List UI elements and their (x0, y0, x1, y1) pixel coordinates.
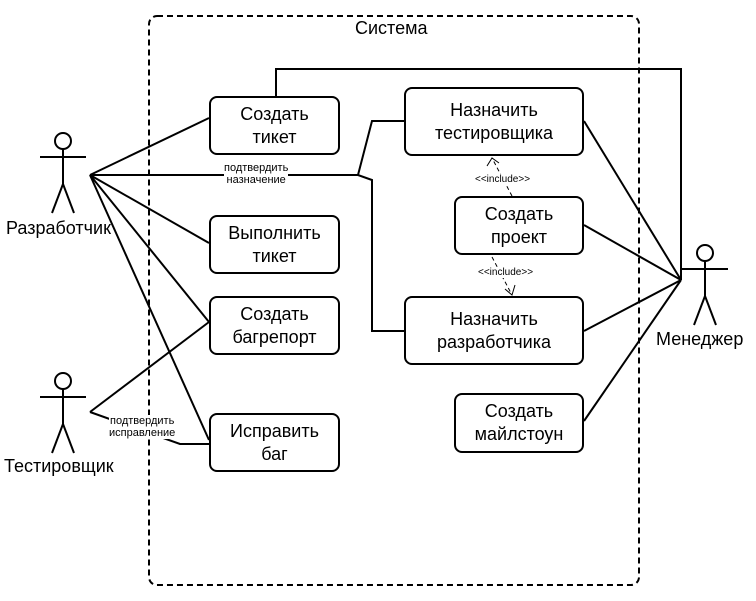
usecase-create-milestone[interactable]: Создать майлстоун (454, 393, 584, 453)
usecase-create-project-label: Создать проект (484, 203, 554, 247)
actor-manager (682, 244, 728, 326)
actor-label-tester: Тестировщик (4, 456, 114, 476)
usecase-create-milestone-label: Создать майлстоун (474, 401, 564, 444)
actor-label-manager: Менеджер (656, 329, 744, 349)
include-arrowhead-top (486, 157, 500, 167)
usecase-assign-developer[interactable]: Назначить разработчика (404, 296, 584, 365)
usecase-create-bugreport[interactable]: Создать багрепорт (209, 296, 340, 355)
assoc-developer-create-bugreport (89, 174, 210, 323)
include-label-bottom: <<include>> (477, 267, 535, 278)
actor-tester (40, 372, 86, 454)
usecase-assign-tester[interactable]: Назначить тестировщика (404, 87, 584, 156)
usecase-create-project[interactable]: Создать проект (454, 196, 584, 255)
assoc-tester-create-bugreport (89, 321, 210, 413)
associations (89, 68, 682, 445)
usecase-assign-tester-label: Назначить тестировщика (434, 99, 554, 143)
assoc-developer-execute-ticket (89, 174, 210, 244)
actor-developer (40, 132, 86, 214)
system-boundary (148, 15, 640, 586)
assoc-manager-create-ticket (275, 68, 682, 280)
usecase-create-bugreport-label: Создать багрепорт (232, 303, 317, 347)
assoc-manager-assign-tester (583, 120, 682, 281)
edge-label-confirm-assignment: подтвердить назначение (224, 162, 289, 186)
usecase-execute-ticket-label: Выполнить тикет (228, 222, 321, 266)
usecase-execute-ticket[interactable]: Выполнить тикет (209, 215, 340, 274)
assoc-developer-fix-bug (89, 174, 210, 441)
usecase-create-ticket[interactable]: Создать тикет (209, 96, 340, 155)
usecase-assign-developer-label: Назначить разработчика (437, 308, 551, 352)
system-title: Система (355, 18, 428, 38)
usecase-fix-bug[interactable]: Исправить баг (209, 413, 340, 472)
assoc-manager-create-milestone (583, 279, 682, 422)
assoc-manager-assign-developer (583, 279, 682, 332)
assoc-developer-create-ticket (89, 117, 210, 176)
actor-label-developer: Разработчик (6, 218, 111, 238)
usecase-create-ticket-label: Создать тикет (240, 103, 309, 147)
assoc-manager-create-project (583, 224, 682, 281)
usecase-fix-bug-label: Исправить баг (230, 420, 319, 464)
include-arrowhead-bottom (504, 284, 516, 296)
edge-label-confirm-fix: подтвердить исправление (109, 415, 176, 439)
include-label-top: <<include>> (474, 174, 532, 185)
